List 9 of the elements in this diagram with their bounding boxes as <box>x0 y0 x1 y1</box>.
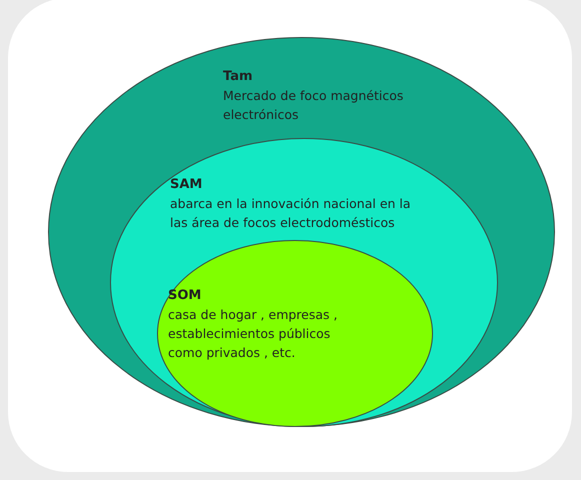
heading-text: Tam <box>223 69 253 84</box>
ellipse-region <box>48 37 555 427</box>
heading-text: SOM <box>168 288 202 303</box>
ellipse-region <box>110 138 498 427</box>
description-text: abarca en la innovación nacional en la las área de focos electrodomésticos <box>170 195 412 232</box>
description-text: Mercado de foco magnéticos electrónicos <box>223 87 404 124</box>
heading-text: SAM <box>170 177 202 192</box>
ellipse-region <box>157 240 433 427</box>
description-text: casa de hogar , empresas , establecimientos públicos como privados , etc. <box>168 306 338 362</box>
